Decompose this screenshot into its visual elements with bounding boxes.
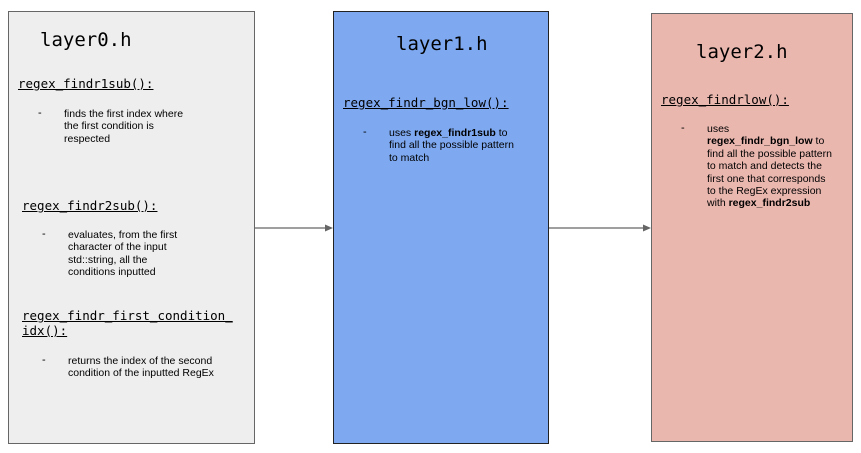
layer0-fn-findr1sub: regex_findr1sub(): [18,76,154,91]
layer0-title: layer0.h [40,29,132,51]
layer0-fn3-bullet: - [42,354,46,366]
layer1-fn-findr-bgn-low: regex_findr_bgn_low(): [343,95,509,110]
arrowhead-layer2 [643,224,651,232]
layer2-fn-bullet: - [681,122,685,134]
layer0-fn1-bullet: - [38,107,42,119]
layer0-fn-findr2sub: regex_findr2sub(): [22,198,158,213]
layer1-desc-bold: regex_findr1sub [414,127,496,139]
layer1-desc-pre: uses [389,127,415,139]
layer0-fn-first-condition-idx: regex_findr_first_condition_ idx(): [22,308,233,338]
layer0-box [8,11,255,444]
layer2-fn-findrlow: regex_findrlow(): [661,92,789,107]
layer2-desc-bold1: regex_findr_bgn_low [707,135,813,148]
layer1-title: layer1.h [396,33,488,55]
layer0-fn3-desc: returns the index of the second conditio… [68,355,214,380]
layer0-fn3-name-line1: regex_findr_first_condition_ [22,308,233,323]
layer1-box [333,11,549,444]
layer1-fn-desc: uses regex_findr1sub to find all the pos… [389,127,519,164]
layer2-fn-desc: uses regex_findr_bgn_low to find all the… [707,123,837,210]
layer2-desc-mid: to find all the possible pattern to matc… [707,135,832,210]
layer0-fn3-name-line2: idx(): [22,323,68,338]
layer1-desc-post: to find all the possible pattern to matc… [389,127,514,164]
arrowhead-layer1 [325,224,333,232]
layer0-fn1-desc: finds the first index where the first co… [64,108,184,145]
layer0-fn2-bullet: - [42,228,46,240]
layer2-title: layer2.h [696,41,788,63]
layer1-fn-bullet: - [363,126,367,138]
layer2-box [651,13,853,442]
layer0-fn2-desc: evaluates, from the first character of t… [68,229,178,279]
layer2-desc-bold2: regex_findr2sub [728,197,811,210]
layer2-desc-pre: uses [707,123,730,135]
